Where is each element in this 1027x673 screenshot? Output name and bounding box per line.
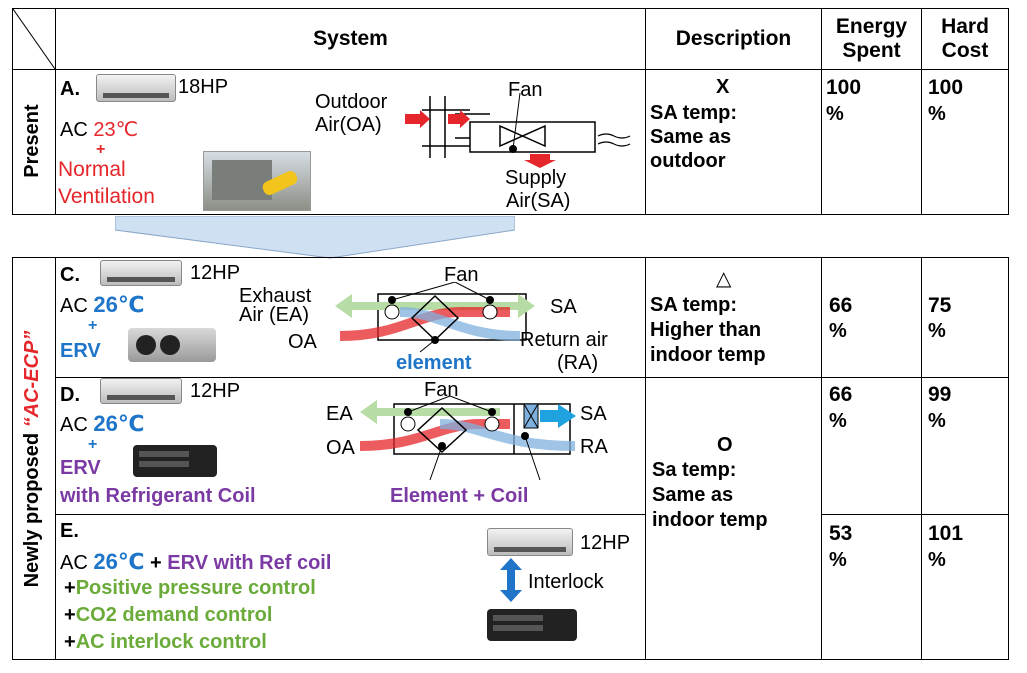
row-e-cost-value: 101 — [928, 522, 964, 545]
row-a-desc-1: SA temp: — [650, 102, 738, 124]
row-c-plus: + — [88, 317, 98, 334]
row-d-id: D. — [60, 384, 80, 406]
row-c-sa: SA — [550, 296, 577, 318]
row-c-energy-value: 66 — [829, 294, 853, 317]
row-e-id: E. — [60, 520, 79, 542]
row-c-desc-3: indoor temp — [650, 344, 766, 366]
row-e-cost-unit: % — [928, 549, 946, 571]
row-d-erv2: with Refrigerant Coil — [60, 485, 256, 507]
row-d-energy-value: 66 — [829, 383, 853, 406]
row-a-desc-2: Same as — [650, 126, 732, 148]
erv-coil-unit-icon — [133, 445, 217, 477]
row-de-desc-1: Sa temp: — [652, 459, 737, 481]
row-e-cost — [921, 514, 1009, 660]
proposed-label: Newly proposed “AC-ECP” — [21, 330, 43, 588]
row-e-interlock: Interlock — [528, 571, 604, 593]
row-a-desc-3: outdoor — [650, 150, 726, 172]
ac-unit-icon — [96, 74, 176, 102]
row-de-desc-mark: O — [717, 434, 733, 456]
interlock-arrow-icon — [500, 558, 522, 602]
row-a-plus: + — [96, 141, 106, 158]
row-c-cost-value: 75 — [928, 294, 952, 317]
row-a-supply1: Supply — [505, 167, 567, 189]
erv-coil-airflow-diagram — [360, 396, 576, 481]
row-a-cost — [921, 69, 1009, 215]
erv-coil-unit-icon — [487, 609, 577, 641]
row-c-ac-label: AC 26℃ — [60, 292, 145, 317]
row-c-hp: 12HP — [190, 262, 241, 284]
row-d-hp: 12HP — [190, 380, 241, 402]
row-de-desc-3: indoor temp — [652, 509, 768, 531]
ac-unit-icon — [487, 528, 573, 556]
row-d-cost-value: 99 — [928, 383, 952, 406]
row-a-energy-unit: % — [826, 103, 844, 125]
row-a-hp: 18HP — [178, 76, 229, 98]
row-d-ra: RA — [580, 436, 608, 458]
row-a-vent1: Normal — [58, 158, 126, 181]
row-c-desc-mark: △ — [716, 268, 732, 290]
erv-airflow-diagram — [335, 282, 535, 353]
row-c-cost-unit: % — [928, 320, 946, 342]
row-c-energy-unit: % — [829, 320, 847, 342]
row-a-desc-mark: X — [716, 76, 730, 98]
row-a-ac-label: AC 23℃ — [60, 119, 139, 141]
ac-unit-icon — [100, 378, 182, 404]
row-c-element: element — [396, 352, 472, 374]
row-d-ac-label: AC 26℃ — [60, 411, 145, 436]
ac-unit-icon — [100, 260, 182, 286]
corner-diagonal — [12, 8, 56, 70]
row-e-energy-value: 53 — [829, 522, 853, 545]
row-e-system — [55, 514, 646, 660]
row-d-plus: + — [88, 436, 98, 453]
row-d-energy-unit: % — [829, 410, 847, 432]
row-a-outdoor2: Air(OA) — [315, 114, 382, 136]
row-de-desc-2: Same as — [652, 484, 734, 506]
present-airflow-diagram — [405, 92, 631, 168]
row-d-fan: Fan — [424, 379, 459, 401]
row-c-exhaust1: Exhaust — [239, 285, 312, 307]
row-c-exhaust2: Air (EA) — [239, 304, 309, 326]
row-a-vent2: Ventilation — [58, 185, 155, 208]
row-e-ac-line: AC 26℃ + ERV with Ref coil — [60, 549, 332, 574]
row-d-oa: OA — [326, 437, 355, 459]
row-a-outdoor1: Outdoor — [315, 91, 388, 113]
present-label: Present — [21, 104, 43, 178]
row-e-ctrl-1: +Positive pressure control — [64, 577, 316, 599]
row-a-id: A. — [60, 78, 80, 100]
header-description: Description — [645, 8, 822, 70]
erv-unit-icon — [128, 328, 216, 362]
row-e-ctrl-3: +AC interlock control — [64, 631, 267, 653]
row-d-erv: ERV — [60, 457, 101, 479]
row-a-cost-value: 100 — [928, 76, 964, 99]
row-c-desc-1: SA temp: — [650, 294, 738, 316]
row-d-element: Element + Coil — [390, 485, 529, 507]
row-c-return2: (RA) — [557, 352, 599, 374]
row-c-desc-2: Higher than — [650, 319, 762, 341]
row-d-sa: SA — [580, 403, 607, 425]
row-a-fan: Fan — [508, 79, 543, 101]
row-c-id: C. — [60, 264, 80, 286]
row-e-ctrl-2: +CO2 demand control — [64, 604, 273, 626]
row-a-cost-unit: % — [928, 103, 946, 125]
corner-cell — [12, 8, 56, 70]
row-a-supply2: Air(SA) — [506, 190, 571, 212]
row-d-cost-unit: % — [928, 410, 946, 432]
transition-arrow — [115, 216, 515, 259]
row-c-erv: ERV — [60, 340, 101, 362]
row-a-energy-value: 100 — [826, 76, 862, 99]
row-e-energy-unit: % — [829, 549, 847, 571]
row-c-return1: Return air — [520, 329, 608, 351]
header-system: System — [55, 8, 646, 70]
row-e-hp: 12HP — [580, 532, 631, 554]
row-c-oa: OA — [288, 331, 317, 353]
row-c-fan: Fan — [444, 264, 479, 286]
row-d-ea: EA — [326, 403, 353, 425]
outdoor-unit-photo — [203, 151, 311, 211]
